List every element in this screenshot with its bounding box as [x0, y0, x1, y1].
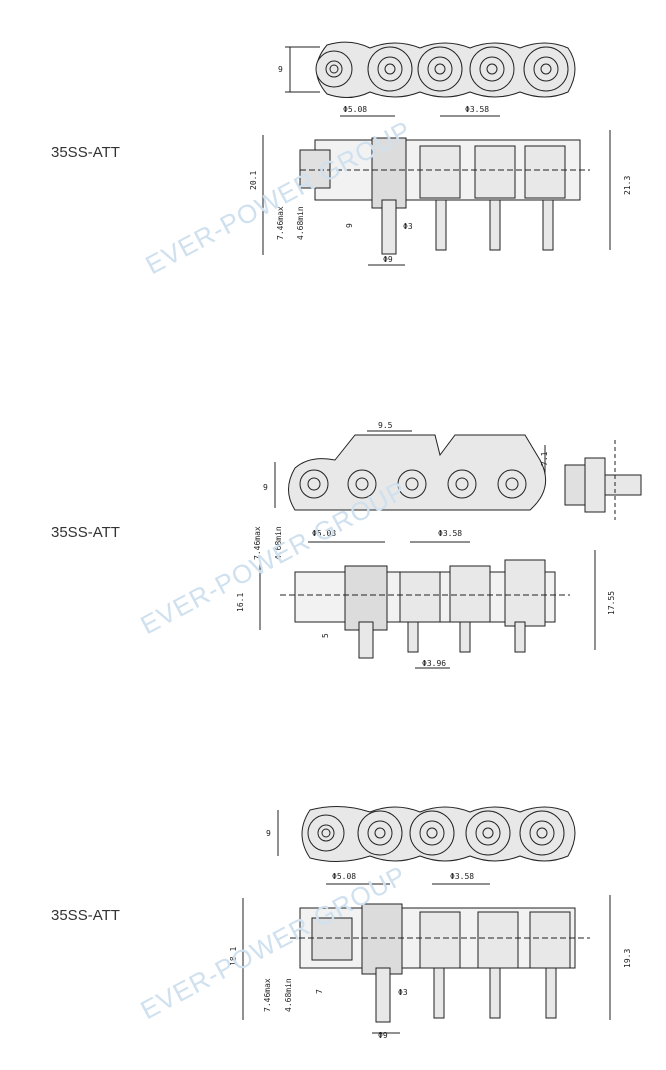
dim-offset: 7	[315, 989, 324, 994]
dim-width-total: 18.1	[229, 947, 238, 966]
section-3: 35SS-ATT	[0, 780, 666, 1070]
dim-min: 4.68min	[274, 526, 283, 560]
dim-bottom: Φ9	[383, 255, 393, 264]
dim-width-right: 17.55	[607, 591, 616, 615]
section-3-label: 35SS-ATT	[51, 907, 120, 924]
dim-min: 4.68min	[284, 978, 293, 1012]
dim-offset: 5	[321, 633, 330, 638]
section-1-drawing: 9 Φ5.08 Φ3.58 20.1 21.3 7.46max 4.68min …	[249, 41, 632, 266]
dim-width-total: 16.1	[236, 593, 245, 612]
section-2-label: 35SS-ATT	[51, 524, 120, 541]
section-2: 35SS-ATT	[0, 400, 666, 700]
dim-tab-h: 7.1	[540, 451, 549, 466]
dim-pin-dia: Φ5.08	[332, 872, 356, 881]
dim-width-total: 20.1	[249, 171, 258, 190]
dim-att-dia: Φ3	[398, 988, 408, 997]
dim-att-dia: Φ3.96	[422, 659, 446, 668]
dim-height: 9	[266, 829, 271, 838]
dim-min: 4.68min	[296, 206, 305, 240]
section-2-dims: 9.5 9 7.1 7.46max 4.68min Φ5.08 Φ3.58 16…	[236, 421, 616, 668]
dim-max: 7.46max	[263, 978, 272, 1012]
dim-att-dia: Φ3	[403, 222, 413, 231]
section-3-dims: 9 Φ5.08 Φ3.58 18.1 19.3 7.46max 4.68min …	[229, 829, 632, 1040]
dim-height: 9	[278, 65, 283, 74]
dim-bottom: Φ9	[378, 1031, 388, 1040]
section-2-drawing: 9.5 9 7.1 7.46max 4.68min Φ5.08 Φ3.58 16…	[236, 421, 642, 669]
dim-pin-dia: Φ5.08	[343, 105, 367, 114]
dim-pin-dia: Φ5.08	[312, 529, 336, 538]
section-1-dims: 9 Φ5.08 Φ3.58 20.1 21.3 7.46max 4.68min …	[249, 65, 632, 264]
section-1-label: 35SS-ATT	[51, 144, 120, 161]
section-3-drawing: 9 Φ5.08 Φ3.58 18.1 19.3 7.46max 4.68min …	[229, 806, 632, 1040]
section-1: 35SS-ATT	[0, 0, 666, 330]
dim-width-right: 21.3	[623, 176, 632, 195]
dim-max: 7.46max	[276, 206, 285, 240]
dim-height: 9	[263, 483, 268, 492]
dim-roller-dia: Φ3.58	[438, 529, 462, 538]
dim-max: 7.46max	[253, 526, 262, 560]
dim-pitch: 9.5	[378, 421, 393, 430]
dim-offset: 9	[345, 223, 354, 228]
dim-roller-dia: Φ3.58	[450, 872, 474, 881]
dim-roller-dia: Φ3.58	[465, 105, 489, 114]
dim-width-right: 19.3	[623, 949, 632, 968]
